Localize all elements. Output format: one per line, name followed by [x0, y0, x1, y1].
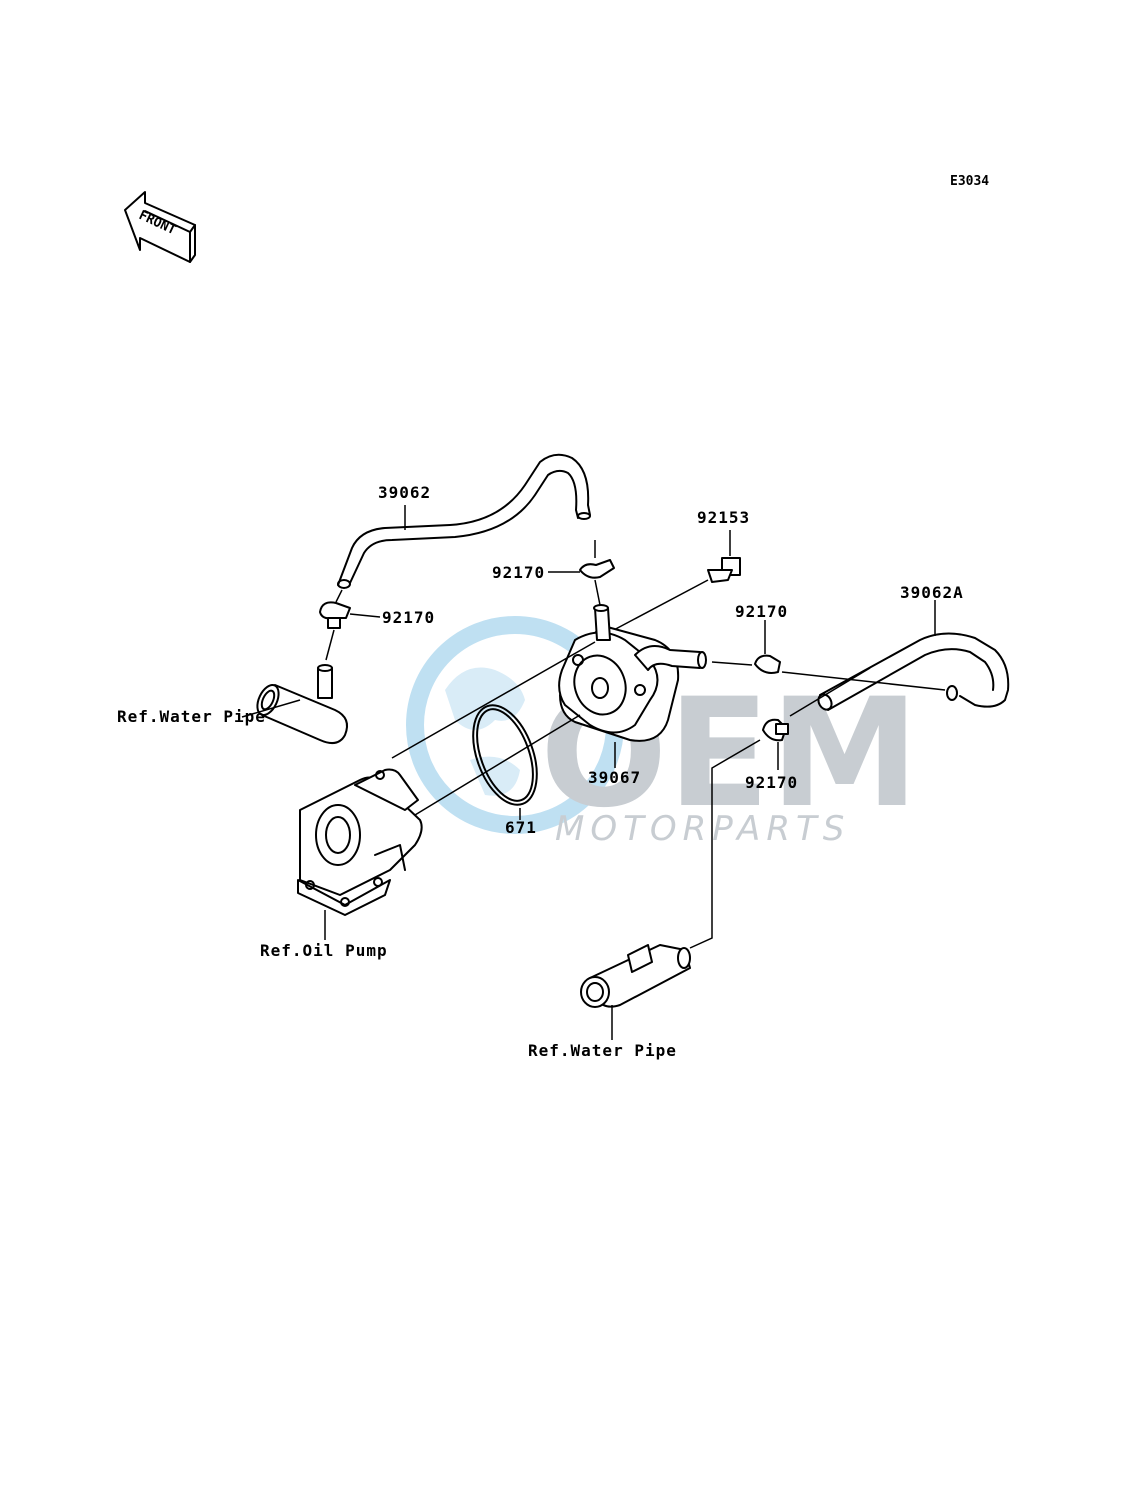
- clamp-92170-top: [579, 559, 615, 579]
- clamp-92170-left: [319, 601, 351, 629]
- label-671: 671: [505, 818, 537, 837]
- water-pipe-bottom: [580, 944, 691, 1008]
- clamp-92170-right-upper: [754, 654, 781, 674]
- water-pipe-left: [256, 664, 348, 745]
- front-arrow-icon: FRONT: [124, 191, 196, 263]
- label-92153: 92153: [697, 508, 750, 527]
- label-92170-right-lower: 92170: [745, 773, 798, 792]
- ref-water-pipe-bottom: Ref.Water Pipe: [528, 1041, 677, 1060]
- label-92170-right-upper: 92170: [735, 602, 788, 621]
- clamp-92170-right-lower: [762, 718, 789, 742]
- oil-pump: [297, 768, 423, 916]
- hose-39062: [337, 453, 591, 589]
- ref-oil-pump: Ref.Oil Pump: [260, 941, 388, 960]
- oil-cooler-39067: [558, 604, 707, 742]
- bolt-92153: [707, 557, 741, 583]
- hose-39062A: [817, 632, 1010, 711]
- ref-water-pipe-left: Ref.Water Pipe: [117, 707, 266, 726]
- label-92170-left: 92170: [382, 608, 435, 627]
- label-39062: 39062: [378, 483, 431, 502]
- diagram-code: E3034: [950, 174, 989, 189]
- watermark-continents-icon: [445, 667, 525, 796]
- label-39062A: 39062A: [900, 583, 964, 602]
- label-39067: 39067: [588, 768, 641, 787]
- watermark-subtitle: MOTORPARTS: [555, 809, 850, 849]
- label-92170-top: 92170: [492, 563, 545, 582]
